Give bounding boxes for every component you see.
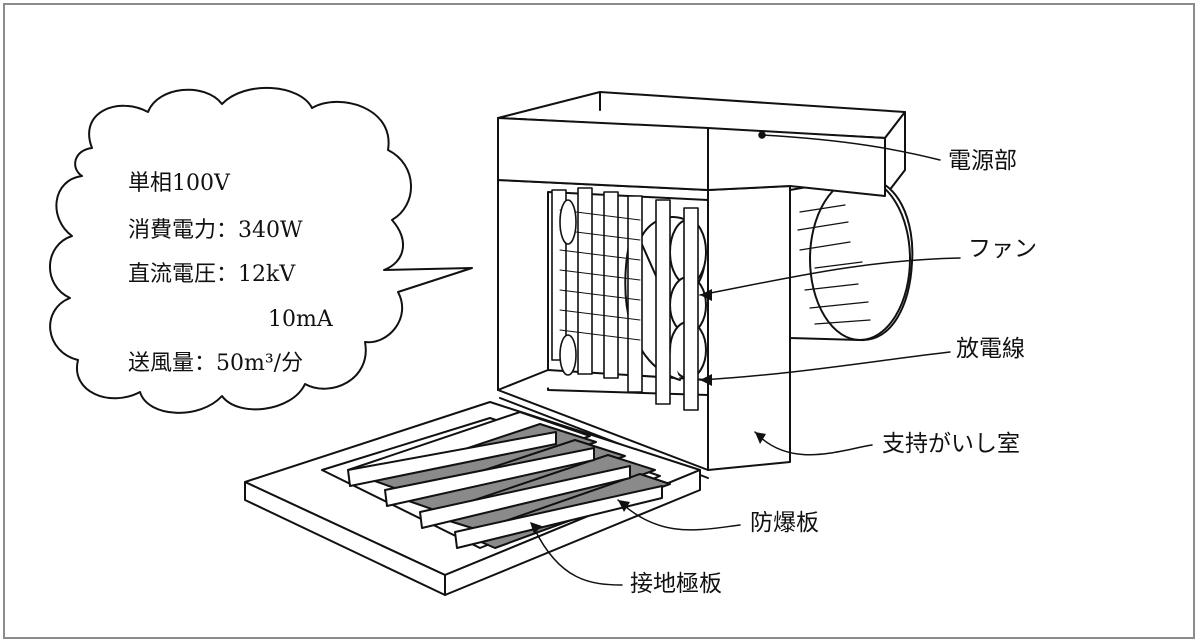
spec-cloud (49, 86, 473, 414)
spec-dc-voltage: 直流電圧：12kV (128, 262, 296, 287)
fan-cylinder (789, 176, 914, 342)
spec-power-consumption: 消費電力：340W (128, 218, 303, 243)
electrode-grid (551, 187, 699, 411)
label-explosion-proof-plate: 防爆板 (750, 510, 819, 536)
label-fan: ファン (968, 236, 1037, 262)
label-ground-electrode-plate: 接地極板 (630, 571, 722, 597)
leader-arrowheads (530, 289, 766, 534)
leader-lines (534, 131, 961, 586)
spec-voltage-phase: 単相100V (128, 171, 230, 196)
label-insulator-room: 支持がいし室 (882, 431, 1020, 457)
label-power-unit: 電源部 (948, 148, 1017, 174)
spec-current: 10mA (268, 307, 333, 332)
label-discharge-wire: 放電線 (956, 336, 1025, 362)
ground-electrode-plates (347, 411, 671, 549)
spec-air-volume: 送風量：50m³/分 (128, 351, 304, 376)
